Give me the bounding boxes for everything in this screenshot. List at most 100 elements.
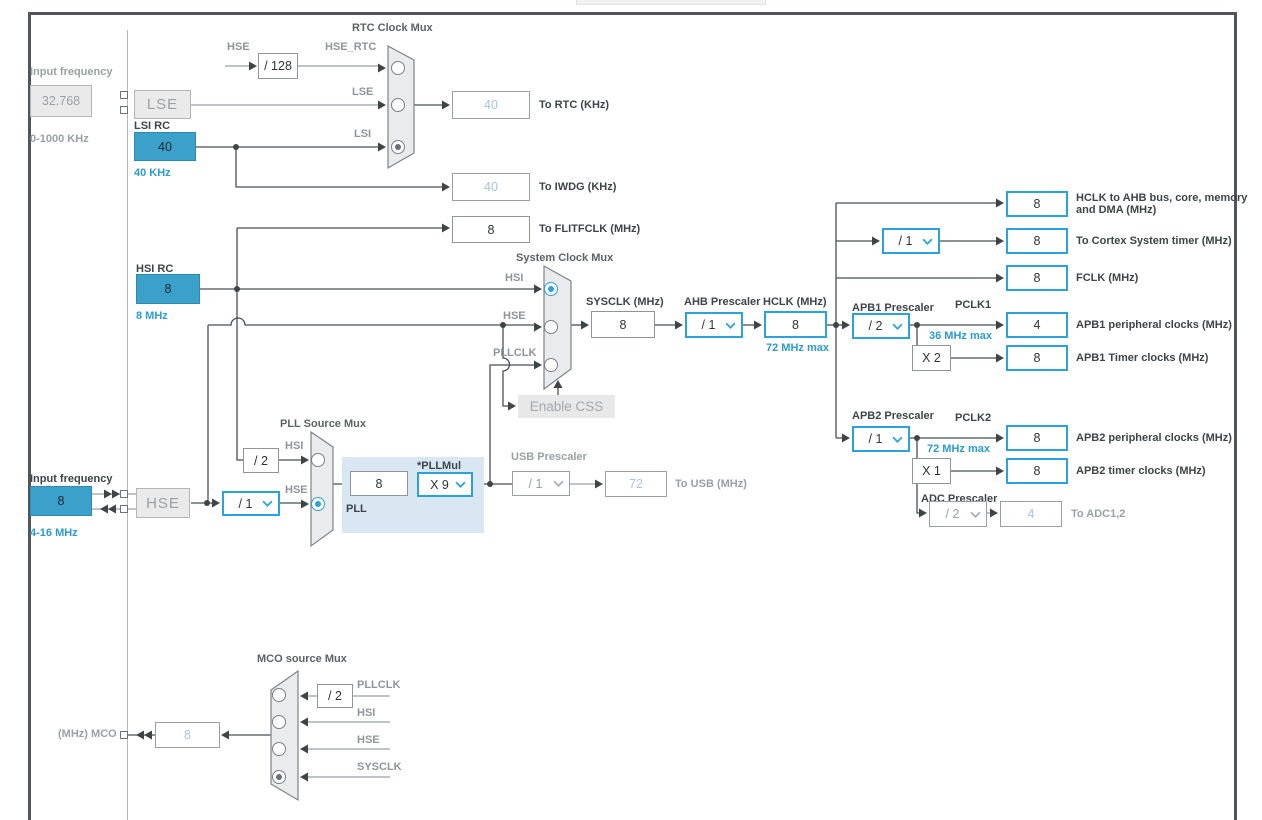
lse-pin-out: [120, 106, 128, 114]
mco-mux-hse-radio[interactable]: [272, 742, 286, 756]
apb2-timer-value-box[interactable]: 8: [1006, 458, 1068, 484]
rtc-mux-lsi-radio[interactable]: [391, 140, 405, 154]
pclk2-label: PCLK2: [955, 412, 992, 424]
hse-prediv-value: / 1: [238, 496, 253, 511]
hse-input-frequency-field[interactable]: 8: [30, 486, 92, 516]
ahb-prescaler-dropdown[interactable]: / 1: [685, 312, 743, 338]
sysclk-label: SYSCLK (MHz): [586, 296, 664, 308]
usb-prescaler-label: USB Prescaler: [511, 451, 587, 463]
sys-mux-input-pllclk-label: PLLCLK: [493, 347, 537, 359]
apb1-prescaler-label: APB1 Prescaler: [852, 302, 934, 314]
usb-value-box: 72: [605, 471, 667, 497]
hsi-rc-value-box: 8: [136, 274, 200, 304]
cortex-prescaler-dropdown[interactable]: / 1: [882, 228, 940, 254]
apb1-prescaler-dropdown[interactable]: / 2: [852, 313, 910, 339]
mco-input-pllclk-label: PLLCLK: [357, 679, 401, 691]
pll-mux-hsi-radio[interactable]: [311, 453, 325, 467]
mco-source-mux-title: MCO source Mux: [257, 653, 347, 665]
apb2-prescaler-dropdown[interactable]: / 1: [852, 426, 910, 452]
sys-mux-hse-radio[interactable]: [544, 320, 558, 334]
dropdown-chevron-icon: [970, 511, 981, 518]
adc-prescaler-dropdown: / 2: [929, 501, 987, 527]
mco-input-hsi-label: HSI: [357, 707, 376, 719]
adc-prescaler-value: / 2: [945, 507, 960, 521]
sysclk-value-box: 8: [591, 311, 655, 338]
hclk-value-box[interactable]: 8: [764, 311, 827, 338]
apb2-peripheral-value-box[interactable]: 8: [1006, 425, 1068, 451]
usb-prescaler-value: / 1: [528, 476, 543, 491]
apb1-timer-label: APB1 Timer clocks (MHz): [1076, 352, 1209, 364]
mco-mux-sysclk-radio[interactable]: [272, 770, 286, 784]
chip-boundary-line: [127, 30, 128, 820]
fclk-value-box[interactable]: 8: [1006, 265, 1068, 291]
hse-pin-out: [120, 505, 128, 513]
pllmul-label: *PLLMul: [417, 460, 461, 472]
pll-mux-input-hse-label: HSE: [285, 484, 308, 496]
rtc-mux-input-lse-label: LSE: [352, 86, 374, 98]
rtc-mux-hse-rtc-radio[interactable]: [391, 61, 405, 75]
mco-pin: [120, 731, 128, 739]
sys-mux-hsi-radio[interactable]: [544, 282, 558, 296]
hclk-ahb-label: HCLK to AHB bus, core, memory and DMA (M…: [1076, 192, 1248, 216]
usb-prescaler-dropdown: / 1: [512, 471, 570, 496]
hsi-rc-label: HSI RC: [136, 263, 174, 275]
hse-oscillator-box: HSE: [136, 488, 190, 518]
rtc-mux-input-lsi-label: LSI: [354, 128, 372, 140]
apb1-peripheral-label: APB1 peripheral clocks (MHz): [1076, 319, 1232, 331]
rtc-hse-div128-box: / 128: [258, 53, 298, 79]
to-flitfclk-label: To FLITFCLK (MHz): [539, 223, 641, 235]
cortex-prescaler-value: / 1: [898, 234, 913, 248]
lse-oscillator-box: LSE: [134, 90, 191, 119]
mco-input-hse-label: HSE: [357, 734, 380, 746]
pllmul-value: X 9: [430, 477, 449, 492]
lse-pin-in: [120, 91, 128, 99]
pll-input-value-box: 8: [350, 471, 408, 496]
hsi-frequency-label: 8 MHz: [136, 310, 168, 322]
sys-mux-pllclk-radio[interactable]: [544, 358, 558, 372]
lsi-frequency-label: 40 KHz: [134, 167, 171, 179]
apb1-peripheral-value-box[interactable]: 4: [1006, 312, 1068, 338]
pll-hsi-div2-box: / 2: [243, 448, 279, 473]
dropdown-chevron-icon: [892, 436, 903, 443]
apb2-timer-multiplier-box: X 1: [912, 458, 951, 484]
lsi-rc-label: LSI RC: [134, 120, 171, 132]
lsi-rc-value-box: 40: [134, 132, 196, 161]
adc-value-box: 4: [1000, 501, 1062, 527]
rtc-mux-title: RTC Clock Mux: [352, 22, 433, 34]
lse-input-frequency-field: 32.768: [30, 85, 92, 117]
sys-mux-input-hse-label: HSE: [503, 310, 526, 322]
pllmul-dropdown[interactable]: X 9: [417, 472, 473, 497]
mco-value-box: 8: [155, 722, 220, 748]
apb2-prescaler-value: / 1: [868, 432, 883, 446]
dropdown-chevron-icon: [262, 500, 273, 507]
mco-mux-pllclk-radio[interactable]: [272, 688, 286, 702]
apb2-prescaler-label: APB2 Prescaler: [852, 410, 934, 422]
rtc-output-value-box: 40: [452, 91, 530, 119]
dropdown-chevron-icon: [892, 323, 903, 330]
sys-mux-input-hsi-label: HSI: [505, 272, 524, 284]
top-cropped-element: [576, 0, 766, 5]
pll-block-label: PLL: [346, 503, 367, 515]
fclk-label: FCLK (MHz): [1076, 272, 1139, 284]
ahb-prescaler-value: / 1: [701, 318, 716, 332]
hclk-label: HCLK (MHz): [763, 296, 827, 308]
mco-mux-hsi-radio[interactable]: [272, 715, 286, 729]
mco-input-sysclk-label: SYSCLK: [357, 761, 402, 773]
rtc-mux-lse-radio[interactable]: [391, 98, 405, 112]
hse-input-frequency-label: Input frequency: [30, 473, 113, 485]
hclk-ahb-value-box[interactable]: 8: [1006, 191, 1068, 217]
lse-input-frequency-label: Input frequency: [30, 66, 113, 78]
to-usb-label: To USB (MHz): [675, 478, 747, 490]
apb1-prescaler-value: / 2: [868, 319, 883, 333]
cortex-timer-value-box[interactable]: 8: [1006, 228, 1068, 254]
hse-prediv-dropdown[interactable]: / 1: [222, 491, 280, 516]
mco-pll-div2-box: / 2: [317, 684, 353, 708]
enable-css-button[interactable]: Enable CSS: [518, 395, 615, 418]
diagram-panel-border: [28, 12, 1237, 820]
iwdg-output-value-box: 40: [452, 173, 530, 201]
apb1-timer-value-box[interactable]: 8: [1006, 345, 1068, 371]
dropdown-chevron-icon: [553, 480, 564, 487]
lse-range-label: 0-1000 KHz: [30, 133, 89, 145]
pll-mux-hse-radio[interactable]: [311, 497, 325, 511]
